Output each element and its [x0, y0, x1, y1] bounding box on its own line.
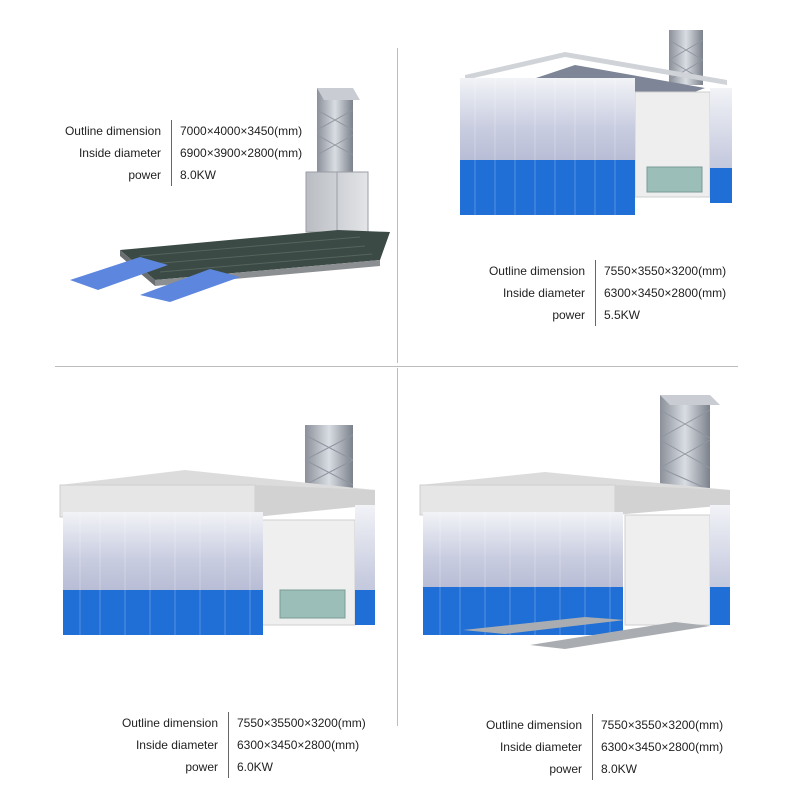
- spec-row: Outline dimension 7550×3550×3200(mm): [472, 714, 723, 736]
- horizontal-divider: [55, 366, 738, 367]
- spec-label: Outline dimension: [475, 260, 596, 282]
- product-2-specs: Outline dimension 7550×3550×3200(mm) Insi…: [475, 260, 726, 326]
- spec-value: 6300×3450×2800(mm): [604, 286, 727, 300]
- curtain-lower: [63, 590, 263, 635]
- curtain-upper: [423, 512, 623, 587]
- back-wall: [624, 514, 711, 626]
- spec-label: power: [472, 758, 593, 780]
- ramp-left: [70, 257, 168, 290]
- spec-value: 6300×3450×2800(mm): [237, 738, 360, 752]
- spec-value: 7550×3550×3200(mm): [604, 264, 727, 278]
- product-4-image: [419, 395, 730, 649]
- spec-label: power: [475, 304, 596, 326]
- product-4-specs: Outline dimension 7550×3550×3200(mm) Insi…: [472, 714, 723, 780]
- exhaust-duct: [660, 395, 710, 495]
- curtain-lower: [460, 160, 635, 215]
- spec-row: Outline dimension 7550×35500×3200(mm): [110, 712, 366, 734]
- spec-value: 5.5KW: [604, 308, 641, 322]
- spec-value: 8.0KW: [601, 762, 638, 776]
- spec-value: 6.0KW: [237, 760, 274, 774]
- ramp-right: [140, 269, 240, 302]
- spec-row: power 5.5KW: [475, 304, 726, 326]
- spec-label: Outline dimension: [472, 714, 593, 736]
- spec-row: power 8.0KW: [55, 164, 302, 186]
- product-3-image: [59, 425, 375, 635]
- product-1-image: [70, 88, 390, 302]
- exhaust-duct: [317, 88, 353, 173]
- exhaust-duct: [305, 425, 353, 493]
- product-2-image: [460, 30, 732, 215]
- floor-plate-left: [463, 617, 625, 634]
- spec-row: power 6.0KW: [110, 756, 366, 778]
- curtain-upper: [63, 512, 263, 590]
- spec-row: Inside diameter 6300×3450×2800(mm): [475, 282, 726, 304]
- spec-row: Outline dimension 7550×3550×3200(mm): [475, 260, 726, 282]
- curtain-upper: [460, 78, 635, 160]
- product-3-specs: Outline dimension 7550×35500×3200(mm) Ins…: [110, 712, 366, 778]
- spec-label: power: [55, 164, 172, 186]
- spec-value: 7550×35500×3200(mm): [237, 716, 366, 730]
- spec-row: Inside diameter 6900×3900×2800(mm): [55, 142, 302, 164]
- spec-row: power 8.0KW: [472, 758, 723, 780]
- vertical-divider-bottom: [397, 368, 398, 726]
- spec-value: 6900×3900×2800(mm): [180, 146, 303, 160]
- spec-label: Inside diameter: [55, 142, 172, 164]
- vertical-divider-top: [397, 48, 398, 363]
- spec-label: Inside diameter: [110, 734, 229, 756]
- spec-row: Outline dimension 7000×4000×3450(mm): [55, 120, 302, 142]
- spec-label: Inside diameter: [472, 736, 593, 758]
- spec-value: 7000×4000×3450(mm): [180, 124, 303, 138]
- spec-value: 8.0KW: [180, 168, 217, 182]
- spec-row: Inside diameter 6300×3450×2800(mm): [472, 736, 723, 758]
- spec-label: power: [110, 756, 229, 778]
- spec-value: 7550×3550×3200(mm): [601, 718, 724, 732]
- spec-label: Inside diameter: [475, 282, 596, 304]
- spec-value: 6300×3450×2800(mm): [601, 740, 724, 754]
- product-1-specs: Outline dimension 7000×4000×3450(mm) Insi…: [55, 120, 302, 186]
- filter-panel: [646, 166, 703, 193]
- floor-plate-right: [530, 622, 710, 649]
- spec-label: Outline dimension: [55, 120, 172, 142]
- filter-panel: [279, 589, 346, 619]
- spec-row: Inside diameter 6300×3450×2800(mm): [110, 734, 366, 756]
- spec-label: Outline dimension: [110, 712, 229, 734]
